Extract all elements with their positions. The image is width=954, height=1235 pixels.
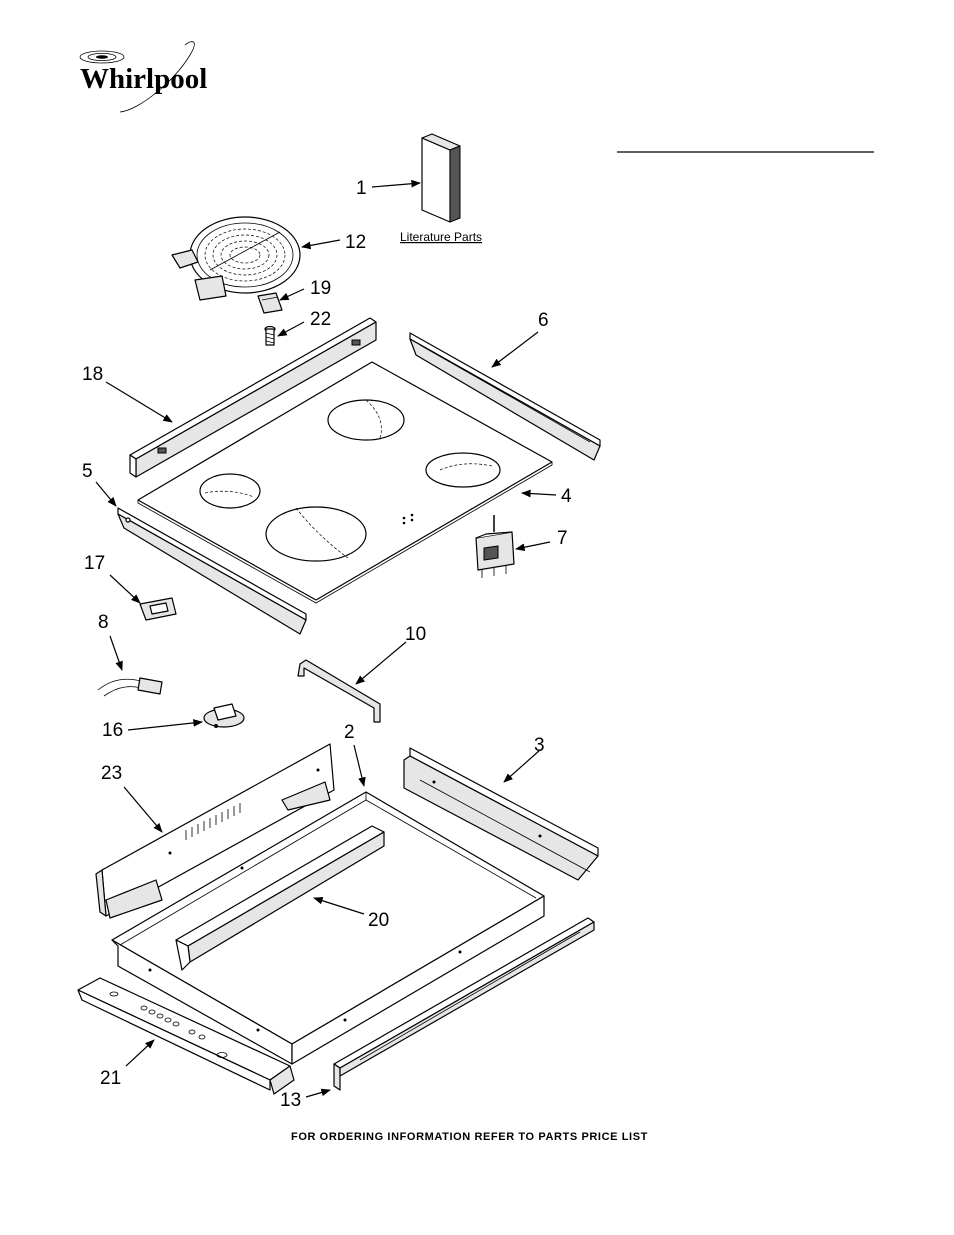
brand-name: Whirlpool [80, 63, 207, 95]
callout-10: 10 [405, 624, 426, 645]
part-8-wire-harness [97, 677, 163, 697]
callout-13: 13 [280, 1090, 301, 1111]
callout-12: 12 [345, 232, 366, 253]
part-19-clip [257, 292, 283, 314]
ordering-info-footer: FOR ORDERING INFORMATION REFER TO PARTS … [291, 1131, 648, 1143]
part-3-side-rail [403, 747, 599, 881]
part-2-burner-box [111, 791, 545, 1065]
part-21-front-panel [77, 977, 295, 1095]
callout-3: 3 [534, 735, 545, 756]
part-6-trim [409, 332, 601, 461]
callout-19: 19 [310, 278, 331, 299]
literature-parts-label: Literature Parts [400, 230, 482, 244]
part-18-trim [129, 317, 377, 478]
part-20-center-support [175, 825, 385, 971]
part-7-infinite-switch [475, 515, 515, 578]
callout-16: 16 [102, 720, 123, 741]
part-17-bracket [139, 597, 177, 621]
part-22-screw [264, 325, 276, 346]
leader-lines [95, 179, 557, 1098]
whirlpool-swirl-icon [79, 41, 195, 113]
callout-22: 22 [310, 309, 331, 330]
callout-labels: 1 12 19 22 18 6 4 5 7 17 8 10 16 2 3 23 … [82, 178, 572, 1111]
callout-4: 4 [561, 486, 572, 507]
callout-17: 17 [84, 553, 105, 574]
callout-1: 1 [356, 178, 367, 199]
callout-6: 6 [538, 310, 549, 331]
part-13-side-rail [333, 917, 595, 1091]
callout-8: 8 [98, 612, 109, 633]
part-1-literature-book [421, 133, 461, 223]
callout-20: 20 [368, 910, 389, 931]
part-16-limiter [203, 703, 245, 728]
part-4-glass-cooktop [137, 361, 553, 604]
callout-2: 2 [344, 722, 355, 743]
control-holes [109, 991, 228, 1058]
part-12-surface-element [171, 216, 301, 301]
callout-21: 21 [100, 1068, 121, 1089]
whirlpool-logo: Whirlpool [79, 41, 207, 113]
part-5-trim [117, 507, 307, 635]
vent-slots [185, 803, 241, 840]
part-23-rear-panel [95, 743, 335, 919]
callout-23: 23 [101, 763, 122, 784]
callout-5: 5 [82, 461, 93, 482]
callout-7: 7 [557, 528, 568, 549]
part-10-bracket [297, 659, 381, 723]
callout-18: 18 [82, 364, 103, 385]
